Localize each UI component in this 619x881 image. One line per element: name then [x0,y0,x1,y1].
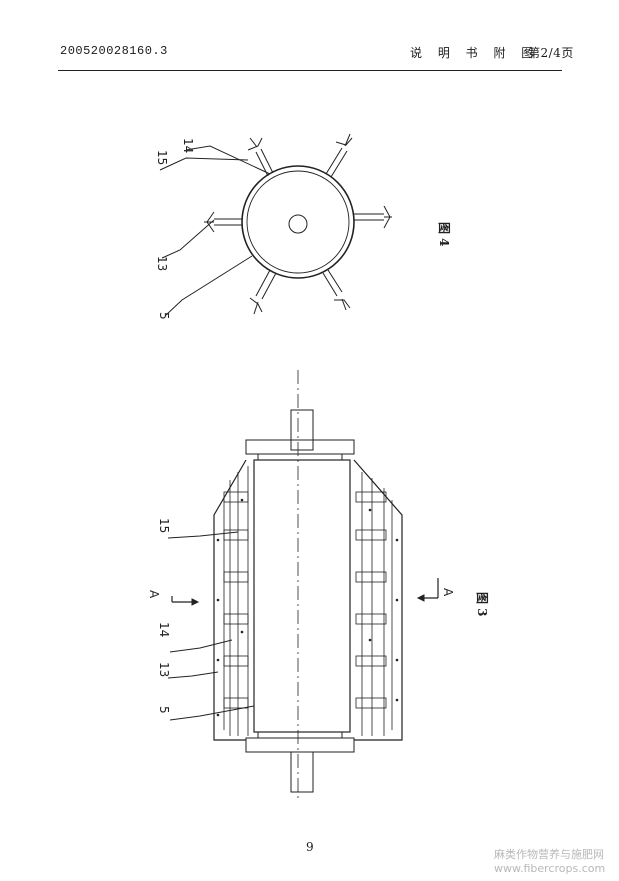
label-15-fig4: 15 [155,150,169,165]
page-number: 9 [306,840,314,854]
leader-14-fig4 [185,145,271,175]
figure-4: 15 14 13 5 图 4 [155,133,451,320]
beater-arm-lower-left [249,269,277,315]
drum-inner-circle [246,170,350,274]
section-marker-top [171,596,200,606]
label-15-fig3: 15 [157,518,171,533]
document-title: 说 明 书 附 图 [410,46,540,60]
page-info: 第2/4页 [528,46,574,60]
flange-top-inner [257,453,343,461]
label-13-fig3: 13 [157,662,171,677]
beater-bars-left [223,466,249,736]
beater-arm-upper-right [325,133,353,178]
watermark: 麻类作物营养与施肥网 www.fibercrops.com [494,848,605,876]
casing-right [353,459,403,741]
drum-body [253,459,351,733]
leader-5-fig3 [169,705,255,721]
shaft-top [290,409,314,451]
beater-arm-right [354,205,392,229]
label-5-fig4: 5 [157,312,171,320]
flange-bottom-inner [257,731,343,739]
label-14-fig4: 14 [181,138,195,153]
flange-top [245,439,355,455]
beater-arm-left [204,211,242,233]
leader-5-fig4 [164,255,253,317]
watermark-line-2: www.fibercrops.com [494,862,606,875]
watermark-line-1: 麻类作物营养与施肥网 [494,848,604,861]
beater-bars-right [355,472,387,736]
beater-arm-upper-left [247,137,274,177]
label-14-fig3: 14 [157,622,171,637]
document-number: 200520028160.3 [60,44,168,58]
header-rule [58,70,562,71]
leader-13-fig4 [161,219,215,259]
leader-13-fig3 [167,671,219,679]
figure-4-caption: 图 4 [437,222,451,247]
label-13-fig4: 13 [155,256,169,271]
section-label-a-top: A [147,590,161,599]
label-5-fig3: 5 [157,706,171,714]
leader-15-fig3 [167,531,239,539]
leader-14-fig3 [169,639,233,653]
leader-15-fig4 [159,157,249,171]
section-marker-bottom [416,578,439,602]
shaft-hole [288,214,308,234]
rivets [216,498,399,717]
figure-3: A A 15 14 13 5 图 3 [147,370,489,800]
section-label-a-bottom: A [441,588,455,597]
figure-3-caption: 图 3 [475,592,489,617]
drum-outer-circle [241,165,355,279]
beater-arm-lower-right [322,269,351,311]
flange-bottom [245,737,355,753]
shaft-bottom [290,751,314,793]
